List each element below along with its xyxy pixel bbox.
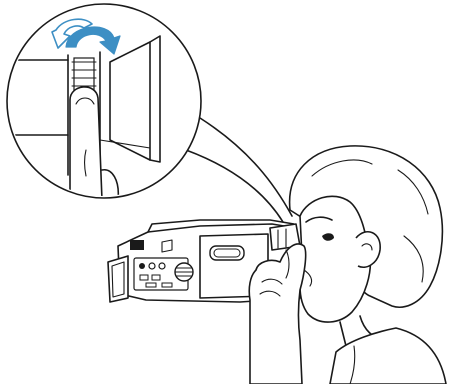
side-window <box>130 240 144 250</box>
zoom-callout <box>7 4 292 222</box>
callout-pointer-lower <box>186 150 283 222</box>
callout-pointer-upper <box>200 118 292 216</box>
shoulders <box>330 328 446 384</box>
person-viewfinder-icon <box>249 146 446 384</box>
mode-dial <box>175 263 193 281</box>
neck <box>340 322 346 346</box>
